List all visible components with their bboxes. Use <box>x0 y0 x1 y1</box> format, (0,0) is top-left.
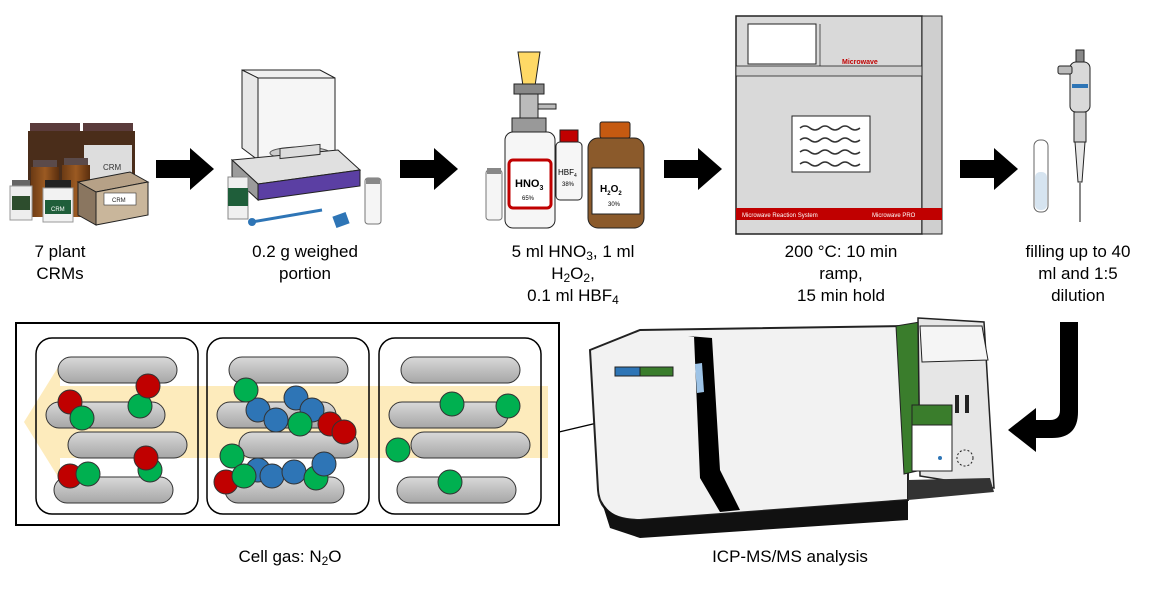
icp-ms-instrument-icon <box>588 317 995 538</box>
ion-particle <box>495 393 521 419</box>
quadrupole-rod <box>57 356 178 384</box>
svg-text:CRM: CRM <box>112 198 126 204</box>
ion-particle <box>439 391 465 417</box>
icpms-caption: ICP-MS/MS analysis <box>712 547 868 566</box>
microwave-system-icon: Microwave Microwave Reaction System Micr… <box>735 15 943 235</box>
tube-and-pipette-icon <box>1033 49 1091 222</box>
flow-arrow <box>960 148 1018 190</box>
ion-particle <box>331 419 357 445</box>
quadrupole-rod <box>67 431 188 459</box>
reagent-bottles-icon: HNO3 65% HBF4 38% H2O2 30% <box>485 51 645 229</box>
svg-text:Microwave: Microwave <box>842 59 878 66</box>
ion-particle <box>219 443 245 469</box>
ion-particle <box>385 437 411 463</box>
quadrupole-rod <box>228 356 349 384</box>
svg-text:Microwave Reaction System: Microwave Reaction System <box>742 213 818 219</box>
analytical-balance-icon <box>227 69 382 229</box>
curved-flow-arrow <box>1008 322 1078 452</box>
ion-particle <box>281 459 307 485</box>
cell-gas-caption: Cell gas: N2O <box>238 547 342 568</box>
svg-text:38%: 38% <box>562 182 575 188</box>
ion-particle <box>69 405 95 431</box>
svg-text:30%: 30% <box>608 202 621 208</box>
ion-particle <box>133 445 159 471</box>
ion-particle <box>437 469 463 495</box>
step-reagents-caption: 5 ml HNO3, 1 ml H2O2, 0.1 ml HBF4 <box>511 242 635 307</box>
flow-arrow <box>400 148 458 190</box>
crm-jars-icon: CRM CRM CRM <box>9 123 150 226</box>
svg-text:CRM: CRM <box>51 207 65 213</box>
ion-particle <box>259 463 285 489</box>
ion-particle <box>75 461 101 487</box>
svg-text:Microwave PRO: Microwave PRO <box>872 213 916 219</box>
ion-particle <box>311 451 337 477</box>
svg-text:H2O2: H2O2 <box>600 184 622 197</box>
ion-particle <box>231 463 257 489</box>
ion-particle <box>287 411 313 437</box>
quadrupole-rod <box>410 431 531 459</box>
svg-text:CRM: CRM <box>103 163 122 172</box>
flow-arrow <box>664 148 722 190</box>
ion-particle <box>233 377 259 403</box>
ion-particle <box>263 407 289 433</box>
flow-arrow <box>156 148 214 190</box>
quadrupole-rod <box>400 356 521 384</box>
svg-text:HBF4: HBF4 <box>558 168 577 179</box>
collision-cell-panel <box>15 322 560 526</box>
ion-particle <box>135 373 161 399</box>
svg-text:HNO3: HNO3 <box>515 178 543 192</box>
svg-text:65%: 65% <box>522 196 535 202</box>
